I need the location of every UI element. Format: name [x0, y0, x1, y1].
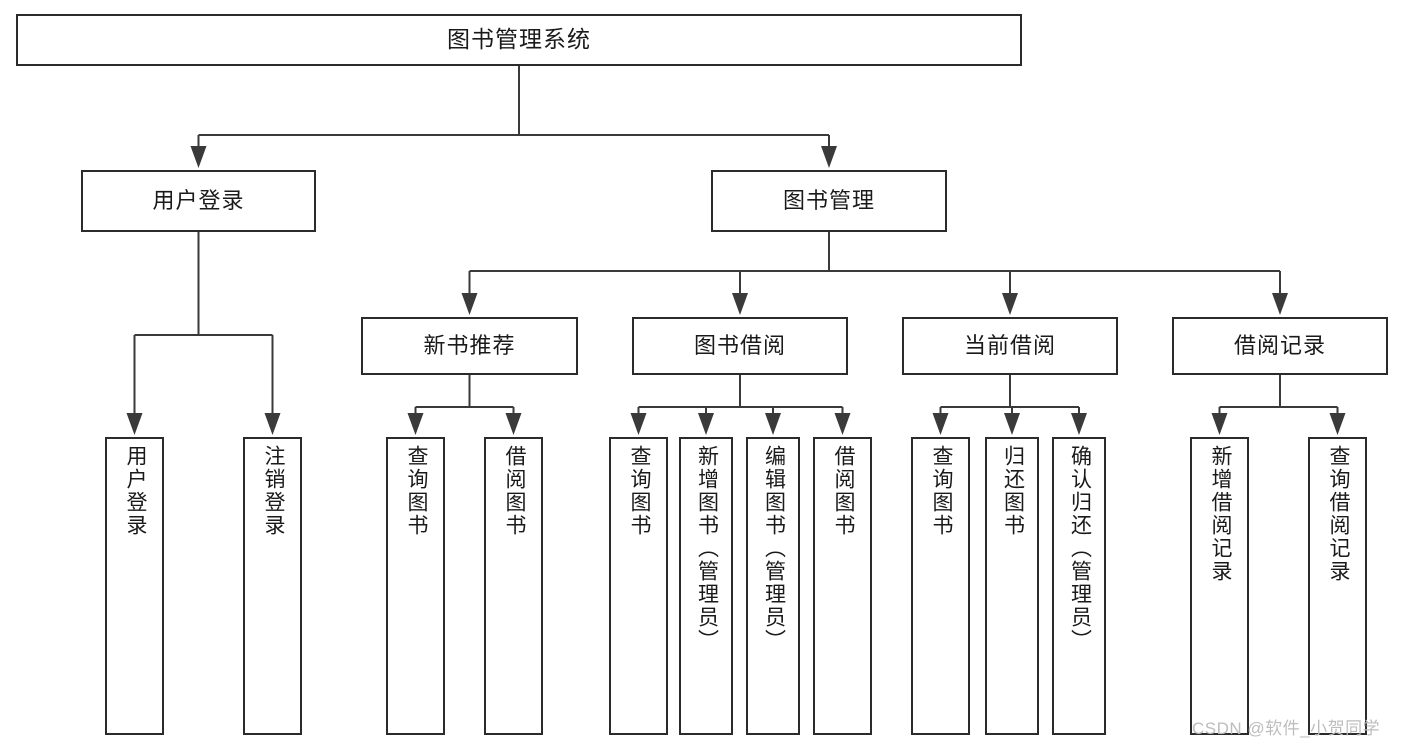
node-leaf-logout[interactable]: 注销登录 — [243, 437, 302, 735]
arrow-head-branch-book-borrow-2 — [765, 413, 781, 435]
node-label-leaf-borrow-book-2: 借阅图书 — [831, 445, 855, 537]
node-new-book-rec[interactable]: 新书推荐 — [361, 317, 578, 375]
node-leaf-query-book-2[interactable]: 查询图书 — [609, 437, 668, 735]
arrow-head-branch-book-borrow-3 — [834, 413, 851, 435]
node-leaf-query-record[interactable]: 查询借阅记录 — [1308, 437, 1367, 735]
node-label-leaf-query-book-2: 查询图书 — [627, 445, 651, 537]
node-label-root: 图书管理系统 — [447, 26, 591, 53]
node-label-new-book-rec: 新书推荐 — [423, 332, 516, 358]
node-borrow-record[interactable]: 借阅记录 — [1172, 317, 1388, 375]
node-leaf-borrow-book-2[interactable]: 借阅图书 — [813, 437, 872, 735]
node-label-leaf-query-book-1: 查询图书 — [404, 445, 428, 537]
arrow-head-branch-book-manage-1 — [732, 293, 748, 315]
node-label-leaf-query-book-3: 查询图书 — [929, 445, 953, 537]
node-label-book-manage: 图书管理 — [782, 187, 875, 213]
node-label-leaf-query-record: 查询借阅记录 — [1326, 445, 1350, 583]
node-book-borrow[interactable]: 图书借阅 — [632, 317, 848, 375]
arrow-head-branch-book-manage-2 — [1002, 293, 1018, 315]
node-label-leaf-edit-book: 编辑图书（管理员） — [762, 445, 786, 652]
node-label-borrow-record: 借阅记录 — [1233, 332, 1326, 358]
arrow-head-branch-current-borrow-0 — [932, 413, 949, 435]
arrow-head-branch-current-borrow-1 — [1004, 413, 1020, 435]
arrow-head-branch-book-manage-3 — [1272, 293, 1288, 315]
node-root[interactable]: 图书管理系统 — [16, 14, 1022, 66]
node-book-manage[interactable]: 图书管理 — [711, 170, 947, 232]
node-leaf-user-login[interactable]: 用户登录 — [105, 437, 164, 735]
arrow-head-branch-book-manage-0 — [461, 293, 478, 315]
node-label-leaf-borrow-book-1: 借阅图书 — [502, 445, 526, 537]
arrow-head-branch-borrow-record-1 — [1329, 413, 1346, 435]
node-current-borrow[interactable]: 当前借阅 — [902, 317, 1118, 375]
arrow-head-branch-borrow-record-0 — [1211, 413, 1228, 435]
arrow-head-branch-user-login-1 — [264, 413, 281, 435]
arrow-head-branch-book-borrow-0 — [630, 413, 647, 435]
node-label-current-borrow: 当前借阅 — [963, 332, 1056, 358]
arrow-head-branch-new-book-rec-0 — [407, 413, 424, 435]
node-leaf-borrow-book-1[interactable]: 借阅图书 — [484, 437, 543, 735]
node-label-book-borrow: 图书借阅 — [693, 332, 786, 358]
node-leaf-edit-book[interactable]: 编辑图书（管理员） — [746, 437, 800, 735]
arrow-head-branch-current-borrow-2 — [1071, 413, 1087, 435]
node-label-leaf-return-book: 归还图书 — [1001, 445, 1025, 537]
node-leaf-add-record[interactable]: 新增借阅记录 — [1190, 437, 1249, 735]
node-leaf-return-book[interactable]: 归还图书 — [985, 437, 1039, 735]
csdn-watermark: CSDN @软件_小贺同学 — [1192, 719, 1381, 738]
arrow-head-branch-root-0 — [190, 146, 207, 168]
node-label-leaf-confirm-return: 确认归还（管理员） — [1068, 445, 1092, 652]
node-label-leaf-add-record: 新增借阅记录 — [1208, 445, 1232, 583]
node-label-leaf-logout: 注销登录 — [261, 445, 285, 537]
node-leaf-query-book-3[interactable]: 查询图书 — [911, 437, 970, 735]
node-label-leaf-user-login: 用户登录 — [123, 445, 147, 537]
node-leaf-query-book-1[interactable]: 查询图书 — [386, 437, 445, 735]
arrow-head-branch-new-book-rec-1 — [505, 413, 522, 435]
node-user-login[interactable]: 用户登录 — [81, 170, 316, 232]
node-label-user-login: 用户登录 — [152, 187, 245, 213]
node-leaf-confirm-return[interactable]: 确认归还（管理员） — [1052, 437, 1106, 735]
node-leaf-add-book[interactable]: 新增图书（管理员） — [679, 437, 733, 735]
arrow-head-branch-user-login-0 — [126, 413, 143, 435]
arrow-head-branch-root-1 — [821, 146, 837, 168]
arrow-head-branch-book-borrow-1 — [698, 413, 714, 435]
node-label-leaf-add-book: 新增图书（管理员） — [695, 445, 719, 652]
